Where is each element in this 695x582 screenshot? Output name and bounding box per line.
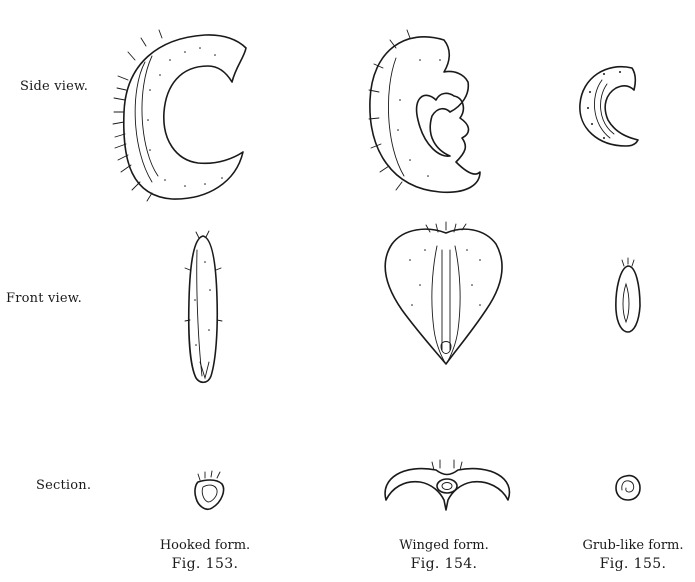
caption-fig-153: Hooked form. Fig. 153. xyxy=(135,537,275,573)
caption-fig-154: Winged form. Fig. 154. xyxy=(384,537,504,573)
caption-form-label: Hooked form. xyxy=(135,537,275,555)
fig154-section xyxy=(385,460,509,510)
caption-fig-155: Grub-like form. Fig. 155. xyxy=(568,537,695,573)
fig153-spines xyxy=(113,30,162,201)
caption-figure-number: Fig. 153. xyxy=(135,555,275,573)
fig153-section xyxy=(195,471,224,509)
fig154-front-view xyxy=(385,222,502,364)
fig153-side-view xyxy=(113,30,246,201)
fig155-front-view xyxy=(616,258,640,332)
fig155-side-view xyxy=(580,67,638,146)
caption-figure-number: Fig. 155. xyxy=(568,555,695,573)
caption-form-label: Grub-like form. xyxy=(568,537,695,555)
fig155-section xyxy=(616,476,640,500)
fig153-front-view xyxy=(185,231,222,382)
fig154-side-view xyxy=(369,30,480,192)
fig153-stipple xyxy=(147,47,223,187)
caption-figure-number: Fig. 154. xyxy=(384,555,504,573)
caption-form-label: Winged form. xyxy=(384,537,504,555)
